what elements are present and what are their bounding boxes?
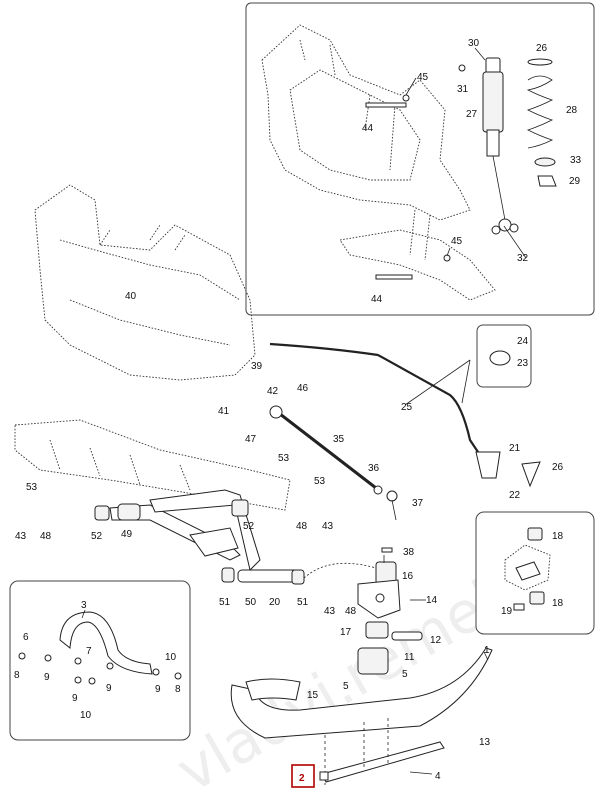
callout: 25 [401, 402, 413, 413]
callout: 53 [314, 476, 326, 487]
callout: 53 [278, 453, 290, 464]
highlight-box-part-2 [291, 764, 315, 788]
callout: 38 [403, 547, 415, 558]
link-plate [489, 350, 511, 366]
callout: 9 [72, 693, 78, 704]
callout: 37 [412, 498, 424, 509]
callout: 47 [245, 434, 257, 445]
callout: 18 [552, 531, 564, 542]
callout: 31 [457, 84, 469, 95]
ski-handle-inset [9, 580, 191, 741]
callout: 18 [552, 598, 564, 609]
callout: 10 [80, 710, 92, 721]
spindle [357, 547, 401, 619]
callout: 17 [340, 627, 352, 638]
callout: 11 [404, 652, 415, 663]
bushing-drawing [504, 527, 551, 611]
a-arm-assembly [94, 489, 305, 585]
callout: 5 [402, 669, 408, 680]
callout: 14 [426, 595, 438, 606]
callout: 48 [345, 606, 357, 617]
callout: 4 [435, 771, 441, 782]
callout: 52 [91, 531, 103, 542]
callout: 12 [430, 635, 442, 646]
rear-frame-drawing [261, 24, 496, 301]
bolt-44a [365, 102, 407, 108]
coil-spring [526, 58, 557, 187]
callout: 43 [15, 531, 27, 542]
callout: 3 [81, 600, 87, 611]
callout: 51 [297, 597, 309, 608]
callout: 43 [324, 606, 336, 617]
callout: 45 [417, 72, 429, 83]
block-17 [365, 621, 389, 639]
shock-absorber [482, 57, 519, 235]
callout: 9 [106, 683, 112, 694]
main-frame-drawing [14, 184, 291, 511]
sway-bar [269, 342, 541, 488]
callout: 53 [26, 482, 38, 493]
callout: 52 [243, 521, 255, 532]
pin-12 [391, 631, 423, 641]
callout: 44 [362, 123, 374, 134]
callout: 9 [155, 684, 161, 695]
callout: 30 [468, 38, 480, 49]
callout: 13 [479, 737, 491, 748]
callout: 26 [552, 462, 564, 473]
callout: 9 [44, 672, 50, 683]
callout: 1 [484, 645, 490, 656]
callout: 8 [14, 670, 20, 681]
callout: 27 [466, 109, 478, 120]
callout: 42 [267, 386, 279, 397]
callout: 48 [40, 531, 52, 542]
callout: 6 [23, 632, 29, 643]
callout: 7 [86, 646, 92, 657]
callout: 32 [517, 253, 529, 264]
ski-handle-drawing [18, 611, 182, 685]
part-2-shape [319, 771, 329, 781]
callout: 40 [125, 291, 137, 302]
callout: 39 [251, 361, 263, 372]
callout: 35 [333, 434, 345, 445]
callout: 43 [322, 521, 334, 532]
callout: 36 [368, 463, 380, 474]
callout: 49 [121, 529, 133, 540]
callout: 50 [245, 597, 257, 608]
rear-frame-inset [245, 2, 595, 316]
callout-highlighted: 2 [299, 773, 305, 784]
callout: 26 [536, 43, 548, 54]
ski [230, 647, 493, 785]
callout: 46 [297, 383, 309, 394]
leader-lines [81, 47, 527, 775]
bolt-44b [375, 274, 413, 280]
nut-45a [402, 94, 410, 102]
callout: 28 [566, 105, 578, 116]
callout: 21 [509, 443, 521, 454]
callout: 24 [517, 336, 529, 347]
callout: 19 [501, 606, 513, 617]
callout: 29 [569, 176, 581, 187]
callout: 8 [175, 684, 181, 695]
callout: 33 [570, 155, 582, 166]
callout: 15 [307, 690, 319, 701]
callout-labels: 30 26 31 45 44 27 28 33 29 32 45 44 40 2… [14, 38, 582, 784]
block-11 [357, 647, 389, 675]
callout: 16 [402, 571, 414, 582]
callout: 23 [517, 358, 529, 369]
tie-rod [269, 405, 398, 521]
callout: 51 [219, 597, 231, 608]
callout: 48 [296, 521, 308, 532]
callout: 10 [165, 652, 177, 663]
callout: 22 [509, 490, 521, 501]
callout: 41 [218, 406, 230, 417]
callout: 20 [269, 597, 281, 608]
callout: 44 [371, 294, 383, 305]
callout: 5 [343, 681, 349, 692]
callout: 45 [451, 236, 463, 247]
